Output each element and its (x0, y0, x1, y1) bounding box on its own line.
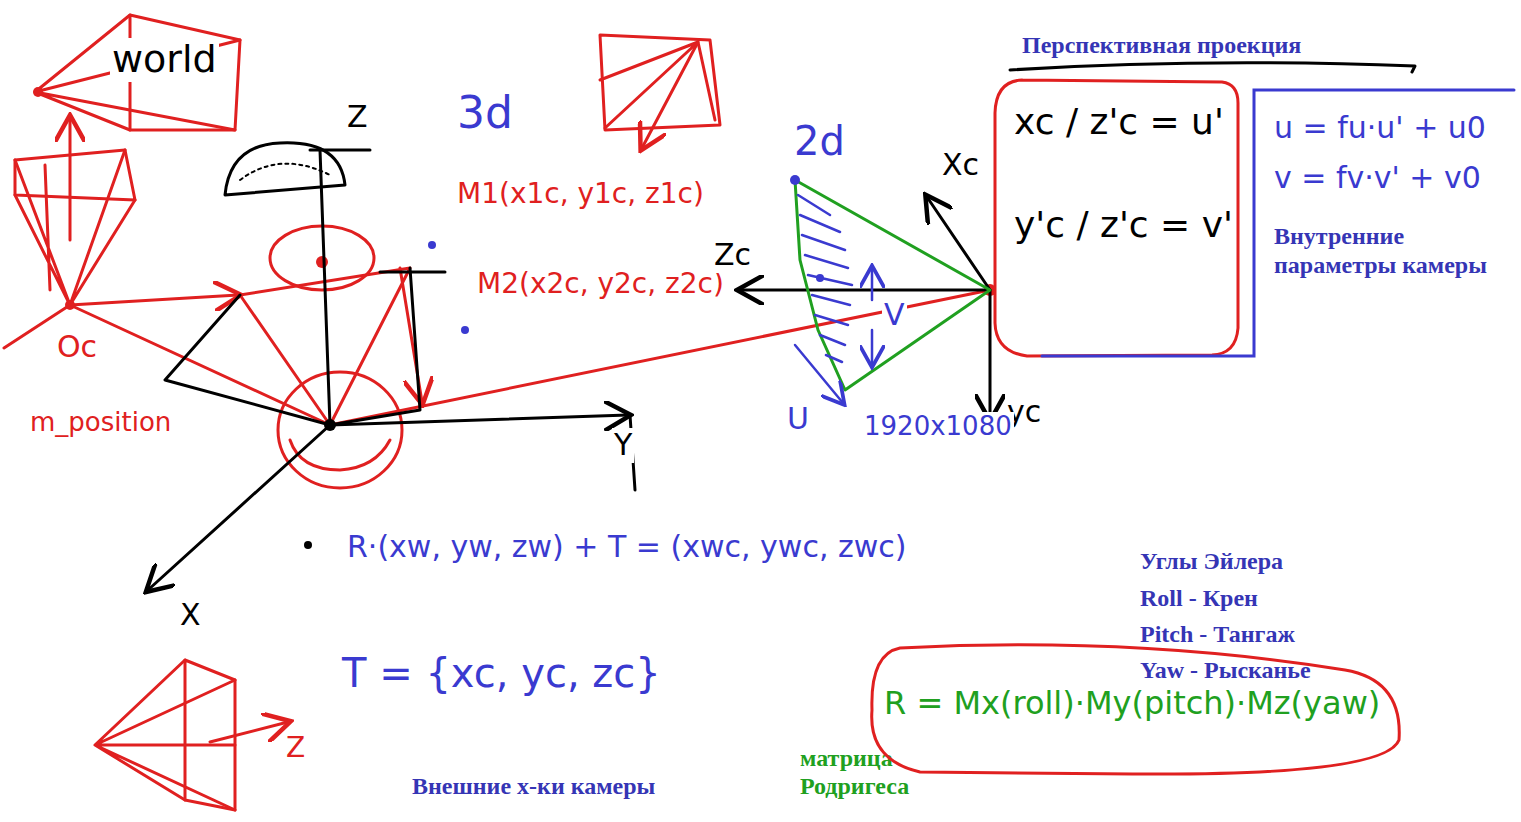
variable-name: m_position (28, 408, 173, 438)
formula-text: R = Mx(roll)·My(pitch)·Mz(yaw) (884, 684, 1380, 722)
point-coords: M1(x1c, y1c, z1c) (455, 178, 706, 210)
translation-formula: T = {xc, yc, zc} (340, 650, 663, 696)
dimension-tag: 3d (455, 88, 515, 139)
axis-name: Zc (712, 238, 753, 273)
frame-name: world (110, 38, 219, 82)
diagram-title: Перспективная проекция (1020, 32, 1303, 59)
box-caption: Внутренние параметры камеры (1274, 222, 1502, 280)
intrinsics-box: u = fu·u' + u0 v = fv·v' + v0 Внутренние п… (1252, 88, 1516, 358)
angle-name: Roll - Крен (1138, 585, 1260, 613)
rotation-box: R = Mx(roll)·My(pitch)·Mz(yaw) (860, 640, 1404, 780)
outline-path (995, 80, 1238, 356)
outline-path (1042, 90, 1514, 356)
axis-name: X (178, 598, 203, 633)
section-heading: Углы Эйлера (1138, 548, 1285, 576)
axis-name: V (882, 298, 907, 333)
formula-text: xc / z'c = u' (1014, 100, 1228, 143)
axis-name: Z (284, 732, 307, 764)
formula-text: y'c / z'c = v' (1014, 203, 1228, 246)
resolution: 1920x1080 (862, 412, 1014, 442)
axis-name: U (785, 402, 811, 437)
axis-name: Y (612, 428, 634, 463)
section-note: Внешние х-ки камеры (410, 773, 657, 801)
transform-formula: R·(xw, yw, zw) + T = (xwc, ywc, zwc) (345, 530, 908, 565)
formula-text: v = fv·v' + v0 (1274, 160, 1502, 196)
origin-name: Oc (55, 330, 99, 365)
axis-name: Xc (940, 148, 981, 183)
formula-text: u = fu·u' + u0 (1274, 110, 1502, 146)
outline-path (872, 645, 1400, 774)
dimension-tag: 2d (792, 118, 847, 164)
point-coords: M2(x2c, y2c, z2c) (475, 268, 726, 300)
angle-name: Pitch - Тангаж (1138, 621, 1297, 649)
axis-name: Z (345, 100, 370, 135)
formula-box: xc / z'c = u' y'c / z'c = v' (992, 78, 1242, 358)
